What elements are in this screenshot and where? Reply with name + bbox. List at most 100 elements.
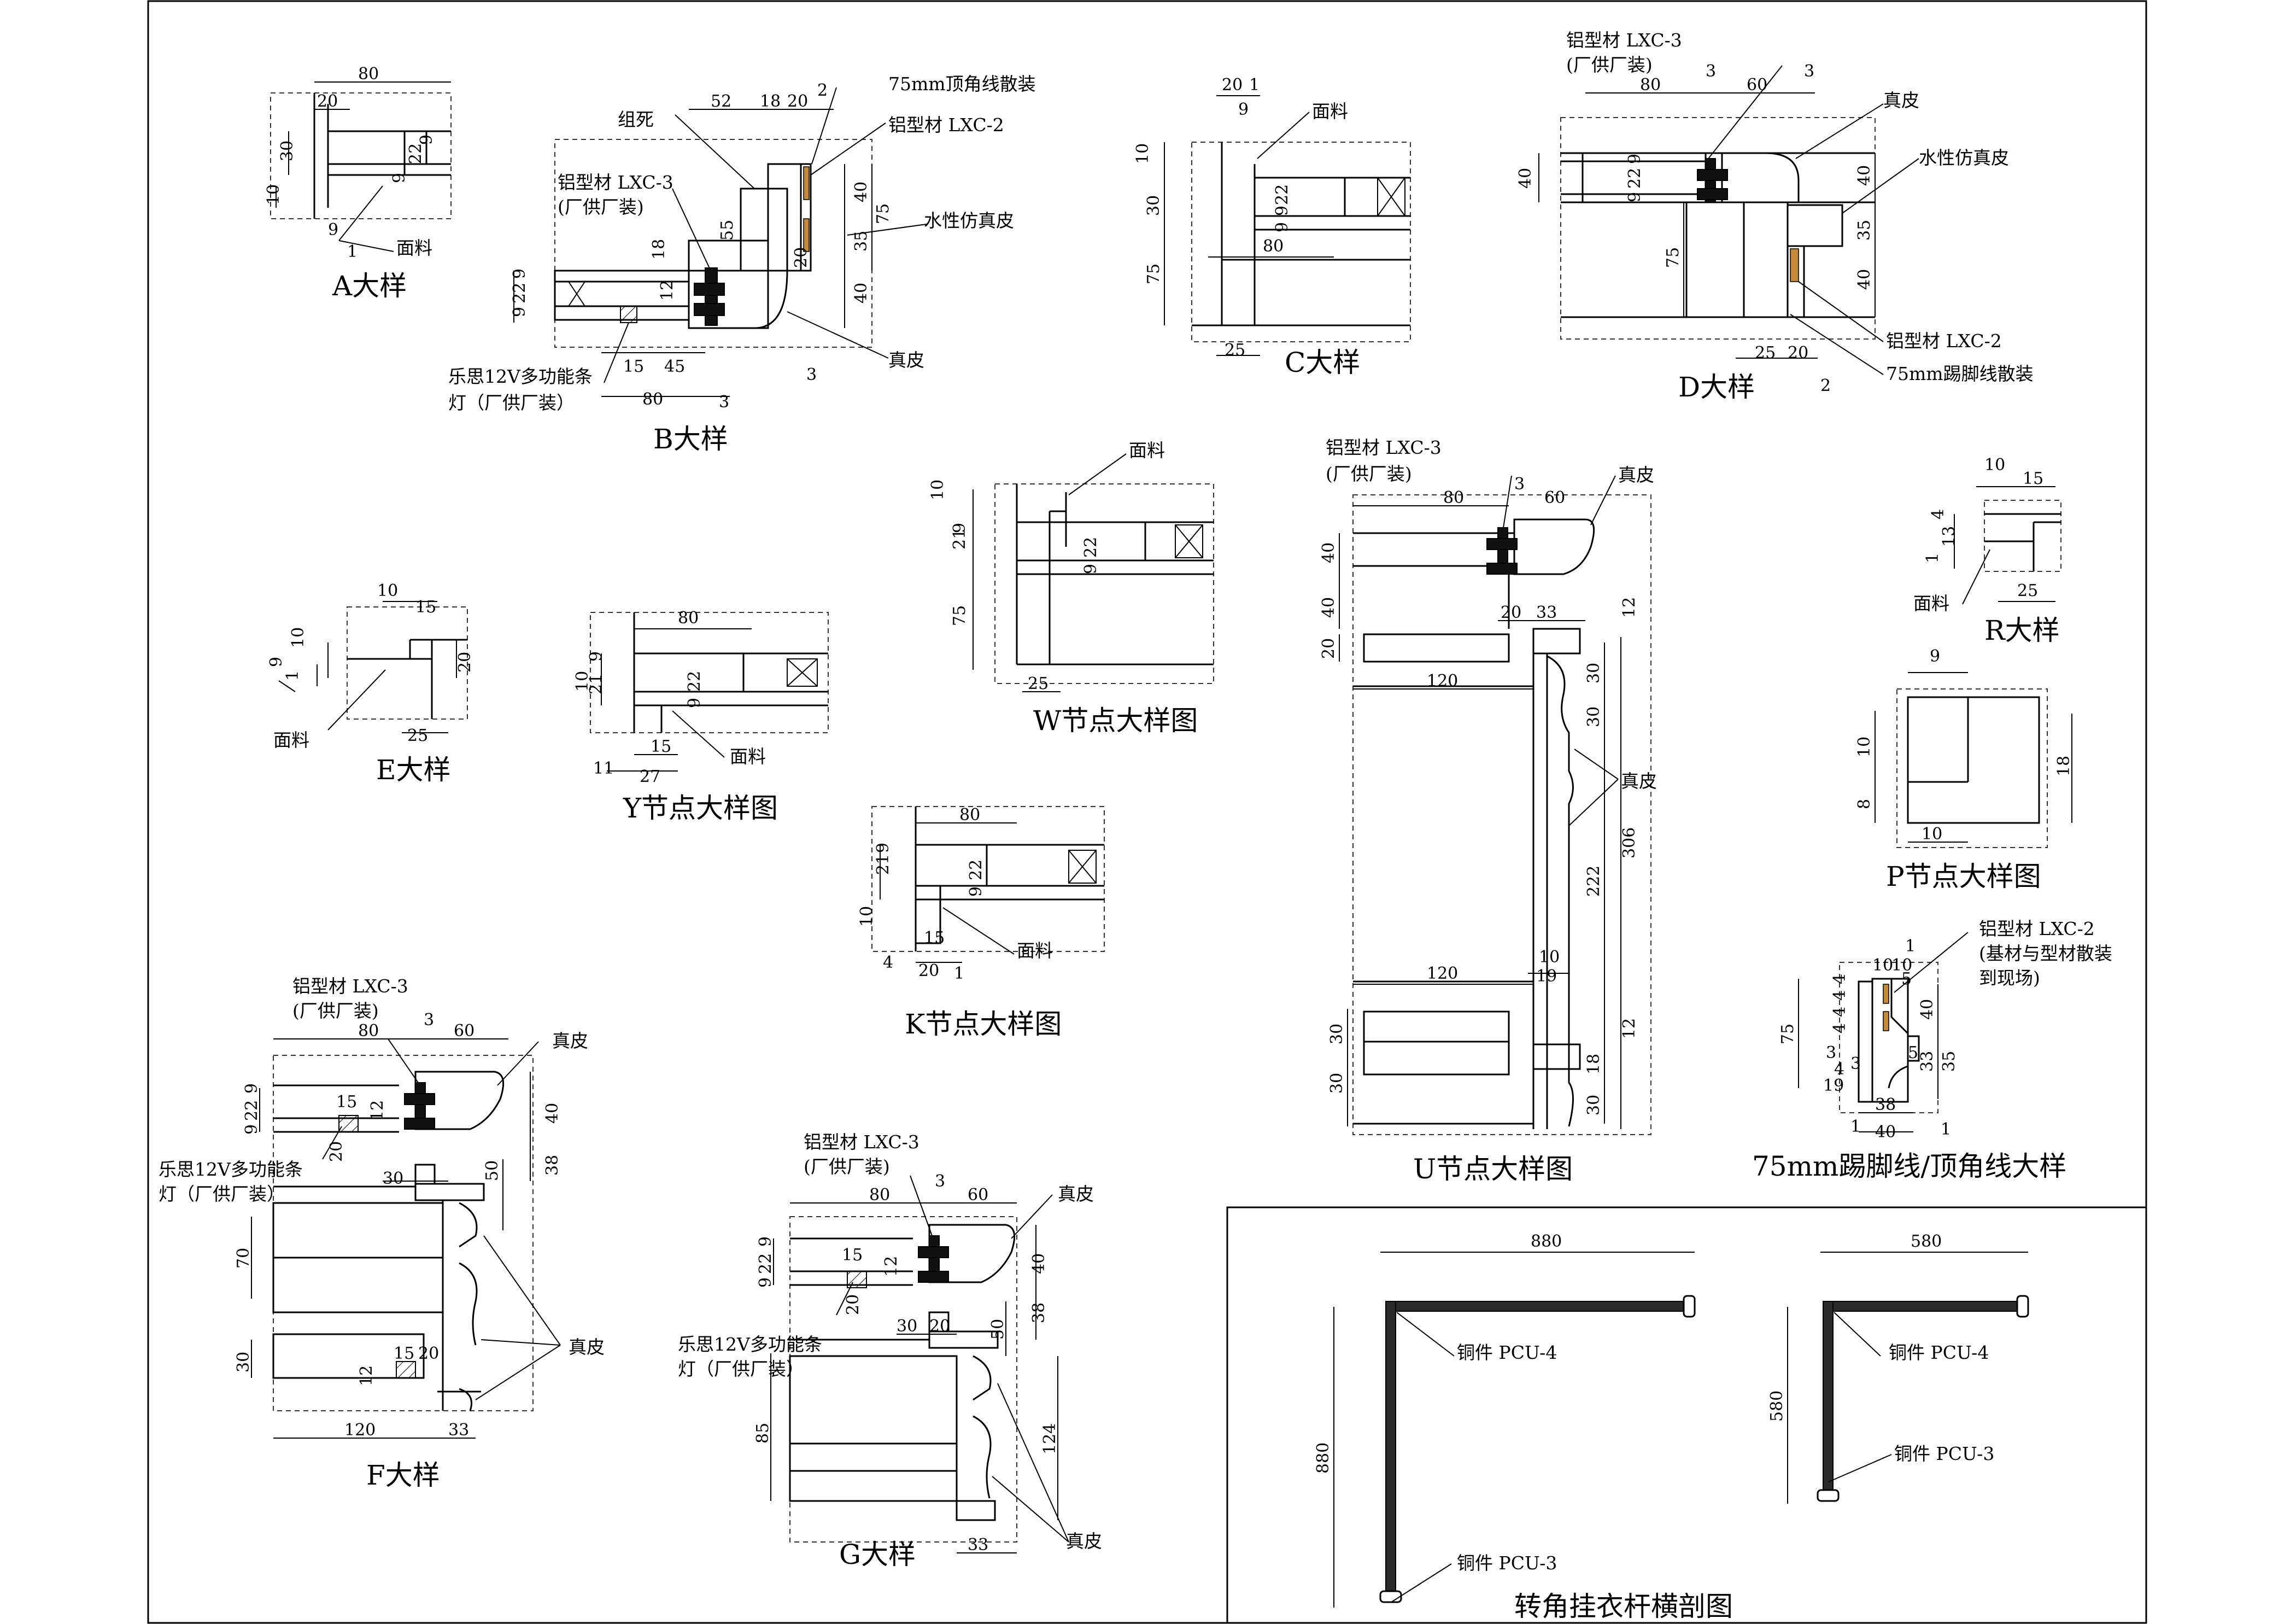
hr-label-pcu4: 铜件 PCU-4 [1457, 1342, 1557, 1363]
sk-dim-9: 4 [1830, 1023, 1849, 1033]
u-label-leather: 真皮 [1618, 464, 1654, 486]
u-dim-9: 12 [1620, 597, 1639, 618]
f-label-lxc3-note: (厂供厂装) [292, 1000, 379, 1021]
e-dim-2: 15 [415, 598, 436, 617]
b-dim-16: 15 [623, 357, 644, 376]
detail-f: 80 3 60 9 22 9 15 12 20 30 40 38 50 70 3… [159, 975, 605, 1491]
b-dim-12: 12 [658, 280, 677, 301]
e-dim-6: 20 [455, 652, 475, 673]
f-label-lxc3: 铝型材 LXC-3 [292, 975, 408, 997]
r-dim-4: 13 [1940, 526, 1959, 547]
b-dim-4: 2 [817, 81, 828, 100]
p-title: P节点大样图 [1886, 861, 2041, 892]
d-dim-9: 40 [1855, 165, 1874, 186]
d-dim-10: 35 [1855, 220, 1874, 241]
b-label-top-line: 75mm顶角线散装 [888, 73, 1036, 95]
d-dim-11: 75 [1664, 247, 1683, 268]
detail-p: 9 10 8 18 10 P节点大样图 [1855, 647, 2074, 892]
u-dim-1: 80 [1443, 488, 1464, 507]
hr-label-pcu4-b: 铜件 PCU-4 [1889, 1342, 1989, 1363]
a-dim-7: 10 [264, 184, 283, 205]
sheet-border [147, 0, 2147, 1624]
f-dim-8: 12 [368, 1100, 387, 1121]
g-dim-5: 22 [756, 1253, 775, 1274]
y-dim-8: 11 [593, 759, 614, 778]
w-dim-3: 21 [950, 529, 969, 550]
b-dim-17: 45 [664, 357, 685, 376]
g-dim-16: 124 [1040, 1423, 1059, 1454]
hr-dim-2: 880 [1314, 1442, 1333, 1474]
g-dim-1: 80 [869, 1185, 890, 1205]
k-dim-3: 9 [874, 843, 893, 853]
detail-hanger-rod: 880 880 580 580 铜件 PCU-4 铜件 PCU-3 铜件 PCU… [1314, 1232, 2029, 1622]
b-dim-2: 18 [760, 92, 781, 111]
a-dim-3: 30 [278, 141, 297, 161]
r-dim-5: 1 [1923, 553, 1942, 563]
hr-label-pcu3: 铜件 PCU-3 [1457, 1552, 1557, 1574]
sk-dim-12: 3 [1850, 1054, 1861, 1073]
e-label-face: 面料 [273, 729, 309, 751]
sk-dim-21: 1 [1941, 1120, 1951, 1139]
g-dim-8: 12 [882, 1256, 901, 1277]
e-dim-7: 25 [407, 726, 428, 745]
y-dim-1: 80 [678, 609, 699, 628]
f-dim-11: 40 [543, 1103, 562, 1124]
g-dim-7: 15 [842, 1246, 863, 1265]
u-dim-6: 20 [1319, 638, 1338, 659]
sk-title: 75mm踢脚线/顶角线大样 [1752, 1150, 2066, 1182]
u-label-leather-2: 真皮 [1621, 770, 1657, 792]
sk-dim-7: 4 [1830, 990, 1849, 1001]
sk-dim-13: 19 [1823, 1076, 1844, 1095]
u-dim-13: 222 [1584, 866, 1603, 897]
c-dim-9: 9 [1273, 222, 1292, 232]
f-dim-6: 9 [242, 1124, 261, 1135]
g-label-leather: 真皮 [1058, 1183, 1094, 1205]
u-dim-22: 30 [1584, 1095, 1603, 1115]
u-dim-4: 40 [1319, 542, 1338, 563]
hr-dim-1: 880 [1531, 1232, 1562, 1251]
sk-label-note-1: (基材与型材散装 [1979, 943, 2112, 964]
detail-c: 20 1 9 10 30 75 22 9 9 80 25 面料 C大样 [1133, 75, 1411, 378]
g-dim-12: 40 [1029, 1253, 1049, 1274]
b-dim-7: 35 [852, 231, 871, 252]
p-dim-4: 18 [2054, 756, 2074, 776]
u-dim-17: 120 [1427, 964, 1458, 983]
sk-label-note-2: 到现场) [1979, 967, 2040, 989]
b-dim-15: 9 [510, 307, 529, 317]
hr-dim-4: 580 [1767, 1391, 1787, 1422]
sk-dim-11: 4 [1834, 1060, 1844, 1079]
b-label-zusi: 组死 [618, 109, 654, 130]
k-dim-4: 22 [967, 860, 986, 880]
d-dim-1: 3 [1706, 62, 1716, 81]
d-label-lxc3-note: (厂供厂装) [1566, 54, 1653, 75]
d-label-lxc3: 铝型材 LXC-3 [1566, 30, 1682, 51]
g-dim-15: 85 [753, 1423, 772, 1444]
g-label-lxc3: 铝型材 LXC-3 [804, 1131, 919, 1153]
detail-b: 52 18 20 2 40 75 35 20 40 55 18 12 9 22 … [448, 73, 1036, 455]
a-dim-5: 9 [417, 135, 436, 145]
d-dim-2: 3 [1804, 62, 1814, 81]
k-dim-2: 21 [874, 854, 893, 875]
u-label-lxc3-note: (厂供厂装) [1326, 463, 1412, 484]
g-dim-13: 38 [1029, 1302, 1049, 1323]
d-title: D大样 [1678, 371, 1755, 403]
f-dim-15: 30 [234, 1352, 253, 1372]
f-dim-5: 22 [242, 1100, 261, 1121]
b-label-lxc2: 铝型材 LXC-2 [888, 114, 1004, 136]
d-dim-7: 22 [1625, 168, 1644, 189]
a-dim-6: 9 [390, 173, 409, 183]
sk-dim-10: 3 [1826, 1043, 1836, 1062]
d-dim-4: 60 [1747, 75, 1767, 95]
g-label-lxc3-note: (厂供厂装) [804, 1156, 890, 1177]
w-title: W节点大样图 [1033, 705, 1198, 737]
f-dim-13: 50 [483, 1160, 502, 1181]
sk-dim-3: 10 [1891, 956, 1912, 975]
u-dim-10: 120 [1427, 671, 1458, 691]
sk-dim-4: 5 [1901, 969, 1912, 989]
g-label-light: 乐思12V多功能条 [678, 1334, 822, 1355]
k-dim-7: 4 [883, 953, 893, 972]
sk-dim-8: 4 [1830, 1007, 1849, 1017]
c-dim-11: 25 [1225, 341, 1245, 360]
b-dim-3: 20 [787, 92, 808, 111]
